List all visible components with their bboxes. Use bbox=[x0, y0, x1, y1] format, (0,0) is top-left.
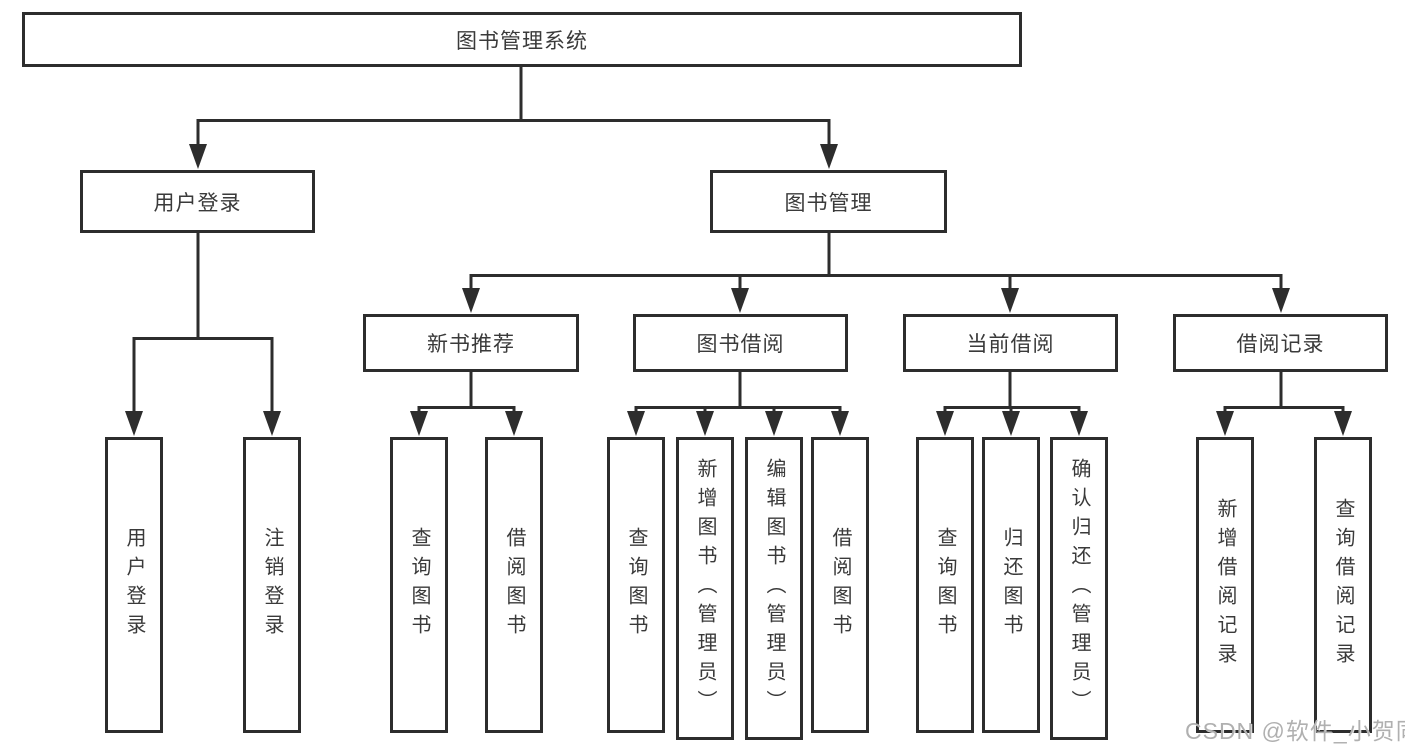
node-current-borrow: 当前借阅 bbox=[903, 314, 1118, 372]
leaf-borrow-query-book: 查询图书 bbox=[607, 437, 665, 733]
node-borrow-records-label: 借阅记录 bbox=[1236, 333, 1325, 356]
leaf-borrow-query-book-label: 查询图书 bbox=[625, 527, 647, 643]
leaf-add-borrow-record-label: 新增借阅记录 bbox=[1214, 498, 1236, 672]
node-book-management: 图书管理 bbox=[710, 170, 947, 233]
leaf-recommend-borrow-book-label: 借阅图书 bbox=[503, 527, 525, 643]
leaf-add-book-admin-label: 新增图书（管理员） bbox=[694, 458, 716, 719]
leaf-confirm-return-admin: 确认归还（管理员） bbox=[1050, 437, 1108, 740]
leaf-return-book: 归还图书 bbox=[982, 437, 1040, 733]
leaf-edit-book-admin: 编辑图书（管理员） bbox=[745, 437, 803, 740]
leaf-user-login-label: 用户登录 bbox=[123, 527, 145, 643]
leaf-query-borrow-record-label: 查询借阅记录 bbox=[1332, 498, 1354, 672]
leaf-recommend-borrow-book: 借阅图书 bbox=[485, 437, 543, 733]
leaf-user-login: 用户登录 bbox=[105, 437, 163, 733]
node-book-borrow: 图书借阅 bbox=[633, 314, 848, 372]
leaf-logout: 注销登录 bbox=[243, 437, 301, 733]
leaf-confirm-return-admin-label: 确认归还（管理员） bbox=[1068, 458, 1090, 719]
node-new-book-recommend-label: 新书推荐 bbox=[427, 333, 515, 356]
leaf-query-borrow-record: 查询借阅记录 bbox=[1314, 437, 1372, 733]
leaf-current-query-book-label: 查询图书 bbox=[934, 527, 956, 643]
leaf-current-query-book: 查询图书 bbox=[916, 437, 974, 733]
csdn-watermark: CSDN @软件_小贺同学 bbox=[1185, 718, 1405, 744]
leaf-borrow-book-label: 借阅图书 bbox=[829, 527, 851, 643]
node-user-login: 用户登录 bbox=[80, 170, 315, 233]
node-root-label: 图书管理系统 bbox=[456, 29, 588, 53]
node-current-borrow-label: 当前借阅 bbox=[966, 333, 1055, 356]
leaf-recommend-query-book: 查询图书 bbox=[390, 437, 448, 733]
node-root: 图书管理系统 bbox=[22, 12, 1022, 67]
arrowhead-group bbox=[125, 144, 1352, 436]
node-borrow-records: 借阅记录 bbox=[1173, 314, 1388, 372]
leaf-return-book-label: 归还图书 bbox=[1000, 527, 1022, 643]
leaf-edit-book-admin-label: 编辑图书（管理员） bbox=[763, 458, 785, 719]
node-new-book-recommend: 新书推荐 bbox=[363, 314, 579, 372]
leaf-add-book-admin: 新增图书（管理员） bbox=[676, 437, 734, 740]
node-book-borrow-label: 图书借阅 bbox=[696, 333, 785, 356]
node-user-login-label: 用户登录 bbox=[153, 191, 242, 215]
leaf-logout-label: 注销登录 bbox=[261, 527, 283, 643]
leaf-recommend-query-book-label: 查询图书 bbox=[408, 527, 430, 643]
node-book-management-label: 图书管理 bbox=[784, 191, 873, 215]
leaf-add-borrow-record: 新增借阅记录 bbox=[1196, 437, 1254, 733]
leaf-borrow-book: 借阅图书 bbox=[811, 437, 869, 733]
